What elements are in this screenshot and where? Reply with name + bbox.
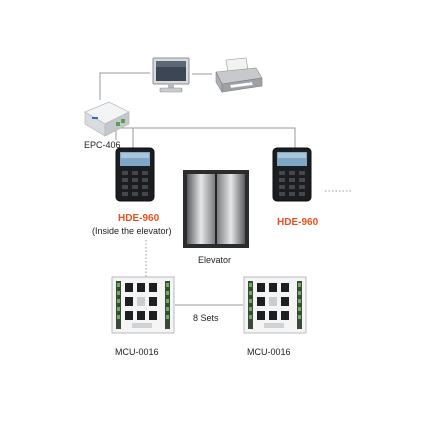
link-epc-bus bbox=[115, 127, 296, 148]
hde-left-sublabel: (Inside the elevator) bbox=[92, 226, 172, 236]
mcu-board-icon bbox=[111, 276, 175, 334]
card-reader-icon bbox=[272, 147, 312, 202]
mcu-right-label: MCU-0016 bbox=[247, 347, 291, 357]
printer-icon bbox=[215, 57, 263, 94]
link-monitor-epc bbox=[99, 72, 150, 100]
elevator-label: Elevator bbox=[198, 255, 232, 265]
hde-right-label: HDE-960 bbox=[277, 217, 319, 228]
monitor-icon bbox=[152, 57, 190, 93]
card-reader-icon bbox=[115, 147, 155, 202]
mcu-board-icon bbox=[243, 276, 307, 334]
elevator-doors-icon bbox=[183, 170, 249, 248]
hde-left-label: HDE-960 bbox=[118, 213, 160, 224]
epc-label: EPC-406 bbox=[84, 140, 121, 150]
mcu-left-label: MCU-0016 bbox=[115, 347, 159, 357]
epc-controller-icon bbox=[84, 101, 130, 137]
sets-label: 8 Sets bbox=[193, 313, 219, 323]
